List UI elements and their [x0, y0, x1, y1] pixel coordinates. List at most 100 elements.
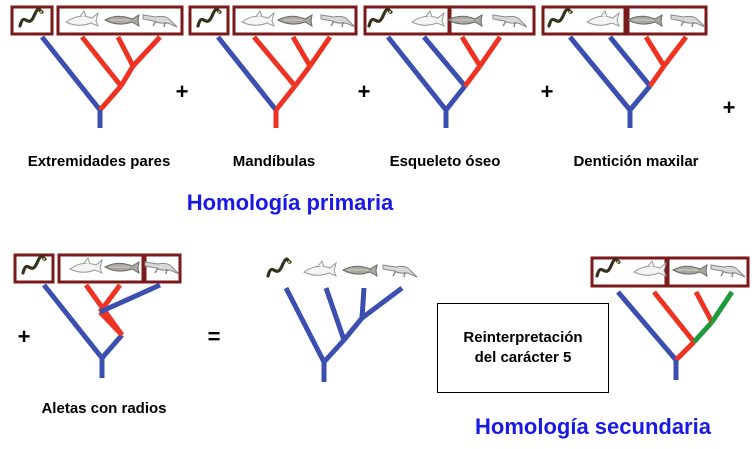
branch-shark [252, 35, 297, 88]
branch-shark [608, 35, 652, 88]
character-label-3: Esqueleto óseo [389, 153, 501, 170]
cladogram-2 [216, 35, 333, 128]
branch-eel [568, 35, 632, 112]
branch-internal-a [100, 333, 124, 360]
taxa-row [266, 257, 418, 278]
eel-icon [266, 257, 292, 278]
branch-internal-b [692, 320, 714, 344]
cladogram-5 [42, 282, 162, 378]
branch-eel [42, 283, 104, 360]
branch-shark [80, 35, 123, 88]
branch-eel [40, 35, 102, 112]
secondary-homology-title: Homología secundaria [475, 414, 711, 439]
taxon-frame-0 [541, 5, 627, 36]
eel-icon [18, 7, 44, 28]
branch-eel [386, 35, 448, 112]
taxon-frame-1 [56, 5, 184, 36]
crocodile-icon [320, 14, 356, 28]
plus-sign-4: + [722, 95, 736, 120]
plus-sign-5: + [17, 324, 31, 349]
branch-internal-a [674, 340, 696, 362]
taxa-row [363, 5, 536, 36]
branch-croc [477, 35, 503, 68]
cladogram-1 [40, 35, 162, 128]
branch-trout [693, 290, 715, 324]
character-label-1: Extremidades pares [27, 153, 171, 170]
fish-icon [241, 11, 275, 27]
branch-shark [323, 287, 347, 341]
branch-trout [643, 35, 667, 68]
branch-croc [709, 290, 735, 324]
branch-trout [459, 35, 483, 68]
eel-icon [367, 7, 393, 28]
branch-eel [216, 35, 278, 112]
fish-icon [303, 261, 337, 277]
branch-trout [359, 287, 367, 319]
taxa-row [10, 5, 184, 36]
taxa-row [541, 5, 708, 36]
eel-icon [547, 7, 573, 28]
crocodile-icon [382, 264, 418, 278]
branch-shark [652, 290, 696, 344]
branch-internal-a [628, 84, 652, 112]
plus-sign-1: + [175, 79, 189, 104]
branch-eel [616, 290, 678, 362]
crocodile-icon [142, 14, 178, 28]
crocodile-icon [144, 261, 180, 275]
branch-croc [131, 35, 162, 68]
taxon-frame-1 [232, 5, 358, 36]
branch-croc [98, 282, 162, 315]
eel-icon [595, 257, 621, 278]
taxon-frame-1 [666, 256, 750, 288]
character-label-5: Aletas con radios [41, 400, 167, 417]
branch-internal-b [647, 64, 667, 88]
crocodile-icon [710, 264, 746, 278]
cladogram-3 [386, 35, 503, 128]
branch-internal-a [444, 84, 467, 112]
fish-icon [586, 11, 620, 27]
taxa-row [13, 253, 182, 284]
equals-sign: = [207, 324, 221, 349]
branch-croc [662, 35, 688, 68]
taxon-frame-0 [188, 5, 230, 36]
branch-internal-b [293, 64, 312, 88]
taxa-row [188, 5, 358, 36]
branch-internal-a [322, 338, 346, 364]
crocodile-icon [670, 14, 706, 28]
reinterpretation-box: Reinterpretación del carácter 5 [437, 303, 609, 393]
plus-sign-2: + [357, 79, 371, 104]
fish-icon [411, 11, 445, 27]
reinterpretation-line-1: Reinterpretación [463, 329, 583, 346]
taxon-frame-1 [57, 253, 145, 284]
cladogram-6 [283, 286, 404, 382]
branch-shark [422, 35, 467, 88]
branch-croc [307, 35, 333, 68]
branch-trout [290, 35, 313, 68]
branch-internal-b [342, 316, 364, 342]
branch-internal-a [274, 84, 297, 112]
reinterpretation-line-2: del carácter 5 [474, 349, 572, 366]
eel-icon [196, 7, 222, 28]
fish-icon [69, 258, 103, 274]
branch-eel [283, 286, 327, 364]
taxon-frame-2 [143, 253, 182, 284]
taxon-frame-0 [13, 253, 55, 284]
fish-icon [633, 261, 667, 277]
cladogram-4 [568, 35, 688, 128]
cladogram-7 [616, 290, 735, 380]
primary-homology-title: Homología primaria [186, 190, 394, 215]
branch-internal-b [98, 310, 124, 337]
eel-icon [21, 254, 47, 275]
plus-sign-3: + [540, 79, 554, 104]
character-label-4: Dentición maxilar [573, 153, 699, 170]
taxa-row [590, 256, 750, 288]
taxon-frame-0 [590, 256, 668, 288]
taxon-frame-0 [10, 5, 54, 36]
branch-internal-a [98, 84, 123, 112]
character-label-2: Mandíbulas [232, 153, 316, 170]
crocodile-icon [492, 14, 528, 28]
branch-trout [115, 35, 136, 68]
branch-internal-b [463, 64, 482, 88]
branch-croc [360, 286, 404, 320]
